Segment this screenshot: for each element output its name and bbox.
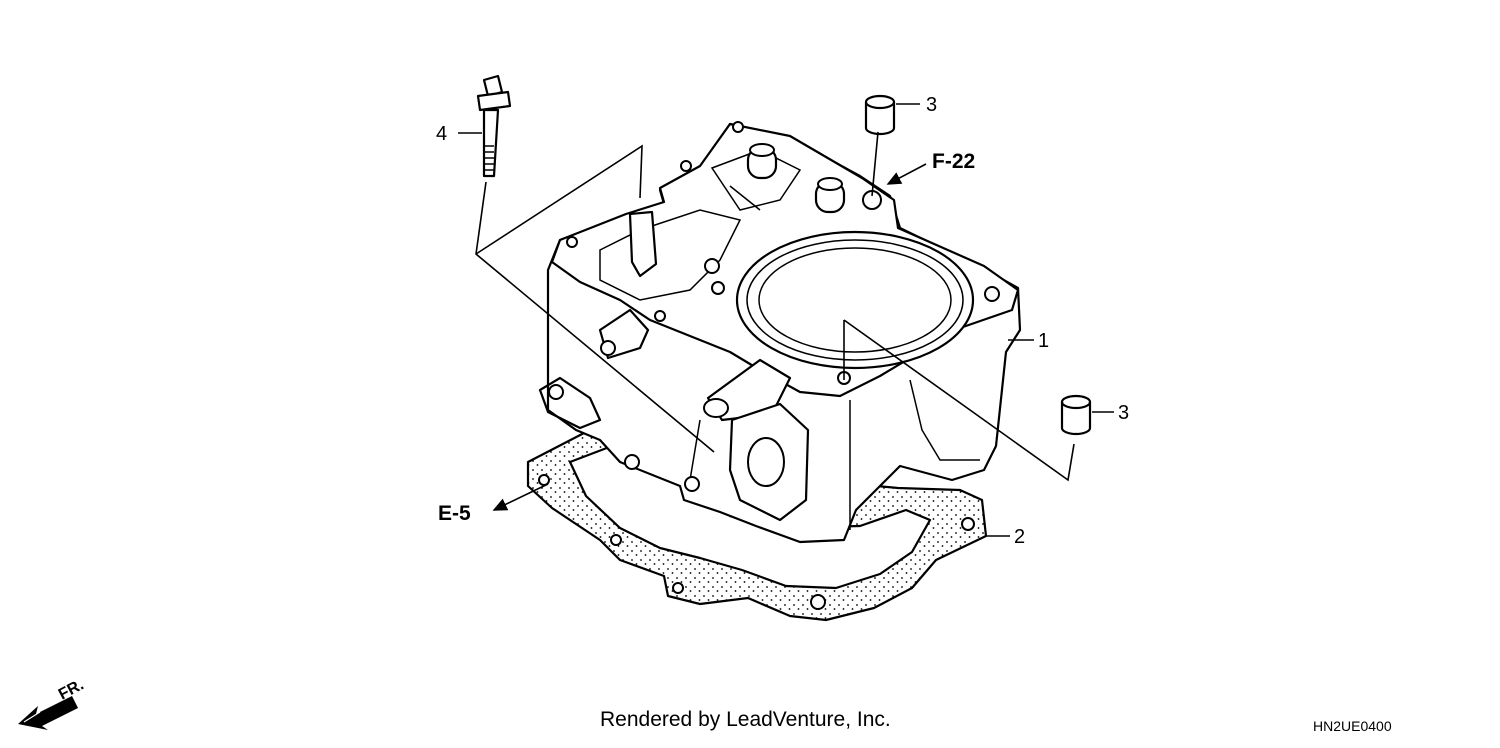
dowel-pin-upper (864, 94, 896, 136)
dowel-pin-lower (1060, 394, 1092, 436)
diagram-code: HN2UE0400 (1313, 718, 1392, 734)
cylinder (538, 121, 1022, 544)
callout-1: 1 (1038, 330, 1049, 352)
reference-f22: F-22 (932, 150, 975, 173)
reference-e5: E-5 (438, 502, 471, 525)
front-direction-label: FR. (56, 676, 87, 703)
leader-lines (458, 103, 1114, 537)
callout-4: 4 (436, 123, 447, 145)
front-direction-arrow-icon (18, 696, 78, 730)
bolt (476, 74, 512, 178)
callout-2: 2 (1014, 526, 1025, 548)
credit-text: Rendered by LeadVenture, Inc. (600, 708, 891, 731)
callout-3-upper: 3 (926, 94, 937, 116)
callout-3-lower: 3 (1118, 402, 1129, 424)
